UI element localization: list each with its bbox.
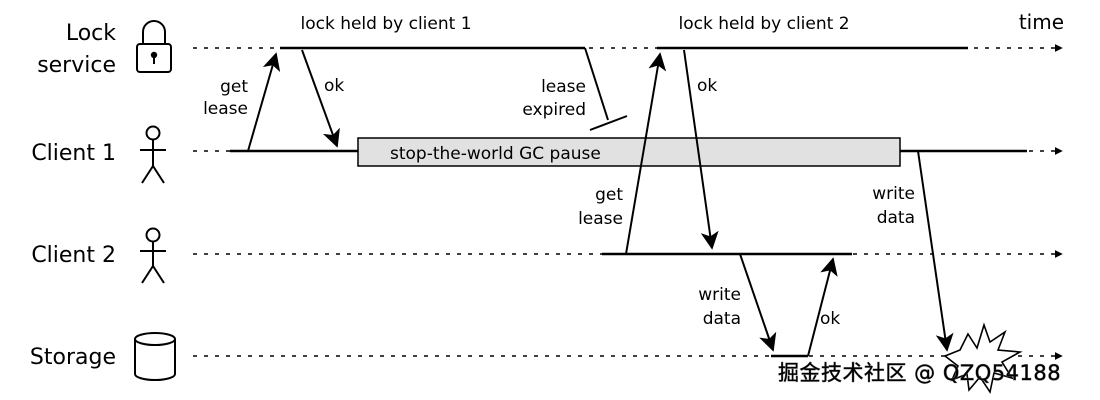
client1-write-label-line1: write	[872, 184, 915, 204]
lane-label-lock-service-line2: service	[37, 53, 116, 78]
client1-get-lease-arrow	[247, 52, 281, 152]
lane-label-storage: Storage	[30, 345, 116, 370]
client2-get-lease-label-line2: lease	[578, 209, 623, 229]
client2-ok-label: ok	[697, 76, 717, 96]
client2-ok-arrow	[683, 49, 719, 250]
time-axis-label: time	[1019, 10, 1064, 34]
collision-burst-icon	[943, 322, 1023, 395]
client1-ok-label: ok	[324, 76, 344, 96]
lease-expired-label-line1: lease	[541, 77, 586, 97]
storage-ok-label: ok	[820, 309, 840, 329]
lock-held-client1-label: lock held by client 1	[300, 14, 471, 34]
client2-write-arrow	[739, 253, 777, 352]
lease-expired-cross-mark	[589, 115, 628, 131]
person-icon-client2	[140, 227, 166, 284]
database-icon	[134, 332, 176, 381]
storage-ok-arrow	[807, 257, 838, 357]
client1-get-lease-label-line1: get	[220, 77, 248, 97]
client2-write-label-line1: write	[698, 285, 741, 305]
lane-label-client1: Client 1	[31, 141, 116, 166]
client2-get-lease-label-line1: get	[595, 185, 623, 205]
client1-write-arrow	[917, 150, 954, 352]
lock-held-client2-label: lock held by client 2	[678, 14, 849, 34]
client1-write-label-line2: data	[877, 208, 915, 228]
gc-pause-label: stop-the-world GC pause	[390, 144, 601, 164]
client1-ok-arrow	[301, 49, 340, 148]
person-icon-client1	[140, 125, 166, 184]
active-segments	[230, 46, 1027, 358]
gc-pause-box	[357, 137, 901, 167]
client2-get-lease-arrow	[625, 52, 667, 255]
lane-label-client2: Client 2	[31, 243, 116, 268]
client2-write-label-line2: data	[703, 309, 741, 329]
client1-get-lease-label-line2: lease	[203, 99, 248, 119]
lane-label-lock-service-line1: Lock	[66, 21, 116, 46]
lease-expiry-line	[584, 47, 609, 121]
lock-icon	[136, 20, 172, 73]
watermark: 掘金技术社区 @ QZQ54188	[778, 361, 1061, 385]
message-arrows	[247, 47, 954, 357]
lease-expired-label-line2: expired	[522, 100, 586, 120]
